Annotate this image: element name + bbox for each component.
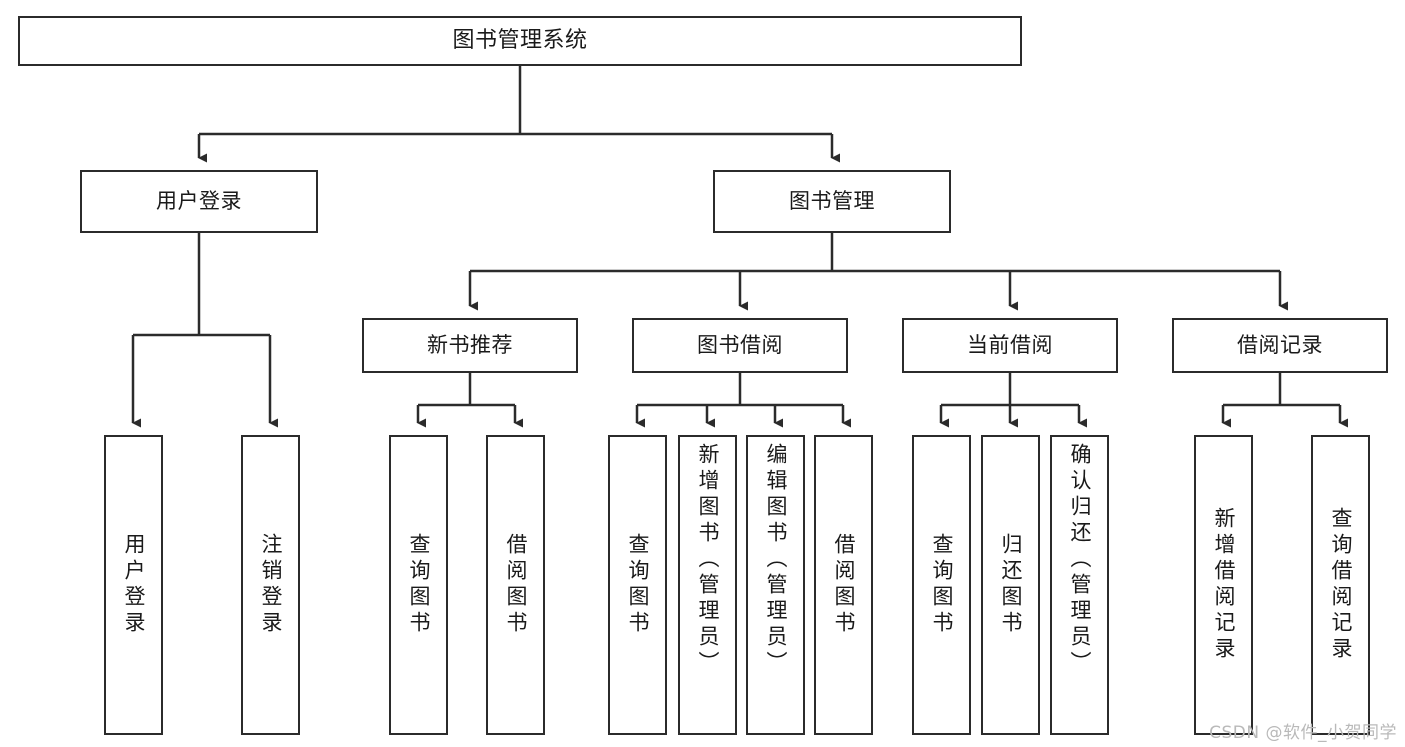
node-book-borrow-label: 图书借阅 <box>697 333 783 358</box>
leaf-user-login-signin-label: 用户登录 <box>122 533 146 637</box>
leaf-current-return-book[interactable]: 归还图书 <box>981 435 1040 735</box>
leaf-new-book-borrow[interactable]: 借阅图书 <box>486 435 545 735</box>
leaf-current-confirm-return[interactable]: 确认归还（管理员） <box>1050 435 1109 735</box>
leaf-records-add-record-label: 新增借阅记录 <box>1212 507 1236 663</box>
node-root-system-label: 图书管理系统 <box>452 28 588 54</box>
leaf-user-login-signout[interactable]: 注销登录 <box>241 435 300 735</box>
leaf-borrow-add-book[interactable]: 新增图书（管理员） <box>678 435 737 735</box>
node-borrow-records-label: 借阅记录 <box>1237 333 1323 358</box>
leaf-borrow-query-book-label: 查询图书 <box>626 533 650 637</box>
node-new-book-recommend[interactable]: 新书推荐 <box>362 318 578 373</box>
node-user-login-label: 用户登录 <box>156 189 242 214</box>
leaf-user-login-signin[interactable]: 用户登录 <box>104 435 163 735</box>
leaf-borrow-edit-book[interactable]: 编辑图书（管理员） <box>746 435 805 735</box>
leaf-current-confirm-return-label: 确认归还（管理员） <box>1068 443 1092 677</box>
leaf-records-query-record[interactable]: 查询借阅记录 <box>1311 435 1370 735</box>
leaf-user-login-signout-label: 注销登录 <box>259 533 283 637</box>
node-book-management[interactable]: 图书管理 <box>713 170 951 233</box>
node-root-system[interactable]: 图书管理系统 <box>18 16 1022 66</box>
leaf-borrow-edit-book-label: 编辑图书（管理员） <box>764 443 788 677</box>
node-user-login[interactable]: 用户登录 <box>80 170 318 233</box>
node-new-book-recommend-label: 新书推荐 <box>427 333 513 358</box>
leaf-new-book-query[interactable]: 查询图书 <box>389 435 448 735</box>
leaf-borrow-borrow-book[interactable]: 借阅图书 <box>814 435 873 735</box>
leaf-records-add-record[interactable]: 新增借阅记录 <box>1194 435 1253 735</box>
leaf-borrow-borrow-book-label: 借阅图书 <box>832 533 856 637</box>
leaf-borrow-query-book[interactable]: 查询图书 <box>608 435 667 735</box>
leaf-records-query-record-label: 查询借阅记录 <box>1329 507 1353 663</box>
leaf-borrow-add-book-label: 新增图书（管理员） <box>696 443 720 677</box>
leaf-current-return-book-label: 归还图书 <box>999 533 1023 637</box>
node-borrow-records[interactable]: 借阅记录 <box>1172 318 1388 373</box>
node-book-borrow[interactable]: 图书借阅 <box>632 318 848 373</box>
leaf-current-query-book[interactable]: 查询图书 <box>912 435 971 735</box>
node-book-management-label: 图书管理 <box>789 189 875 214</box>
csdn-watermark: CSDN @软件_小贺同学 <box>1209 723 1397 743</box>
node-current-borrow-label: 当前借阅 <box>967 333 1053 358</box>
leaf-current-query-book-label: 查询图书 <box>930 533 954 637</box>
node-current-borrow[interactable]: 当前借阅 <box>902 318 1118 373</box>
leaf-new-book-query-label: 查询图书 <box>407 533 431 637</box>
leaf-new-book-borrow-label: 借阅图书 <box>504 533 528 637</box>
